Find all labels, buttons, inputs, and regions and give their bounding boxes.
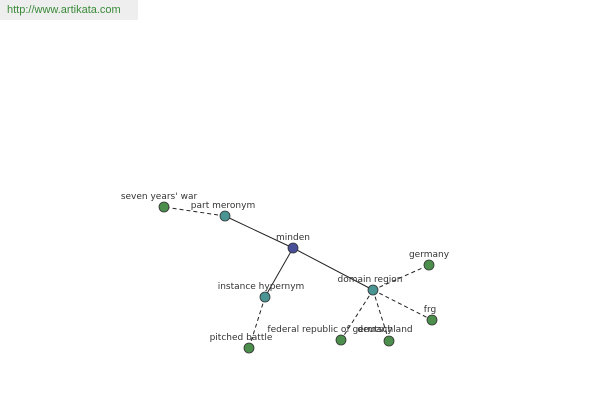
node-instance-hypernym[interactable] [259, 291, 271, 303]
edge-domain_region-federal_republic_of_germany [340, 289, 374, 341]
node-minden[interactable] [287, 242, 299, 254]
node-germany[interactable] [423, 259, 435, 271]
label-deutschland[interactable]: deutschland [357, 325, 412, 335]
node-domain-region[interactable] [367, 284, 379, 296]
label-federal-republic-of-germany[interactable]: federal republic of germany [267, 325, 393, 335]
label-domain-region[interactable]: domain region [337, 275, 402, 285]
label-minden[interactable]: minden [276, 233, 310, 243]
label-pitched-battle[interactable]: pitched battle [210, 333, 273, 343]
edges-layer [163, 206, 433, 349]
node-frg[interactable] [426, 314, 438, 326]
label-frg[interactable]: frg [424, 305, 436, 315]
nodes-layer [158, 201, 438, 354]
node-pitched-battle[interactable] [243, 342, 255, 354]
label-part-meronym[interactable]: part meronym [191, 201, 255, 211]
edge-part_meronym-seven_years_war [163, 206, 226, 217]
edge-minden-instance_hypernym [264, 247, 294, 298]
label-germany[interactable]: germany [409, 250, 450, 260]
edge-instance_hypernym-pitched_battle [248, 296, 266, 349]
node-part-meronym[interactable] [219, 210, 231, 222]
edge-minden-domain_region [292, 247, 374, 291]
node-federal-republic-of-germany[interactable] [335, 334, 347, 346]
url-banner: http://www.artikata.com [0, 0, 138, 20]
node-seven-years-war[interactable] [158, 201, 170, 213]
label-instance-hypernym[interactable]: instance hypernym [218, 282, 305, 292]
edge-minden-part_meronym [224, 215, 294, 249]
labels-layer: minden part meronym instance hypernym domai… [121, 192, 450, 343]
site-url-link[interactable]: http://www.artikata.com [7, 4, 121, 16]
edge-domain_region-germany [372, 264, 430, 291]
label-seven-years-war[interactable]: seven years' war [121, 192, 198, 202]
edge-domain_region-deutschland [372, 289, 390, 342]
node-deutschland[interactable] [383, 335, 395, 347]
